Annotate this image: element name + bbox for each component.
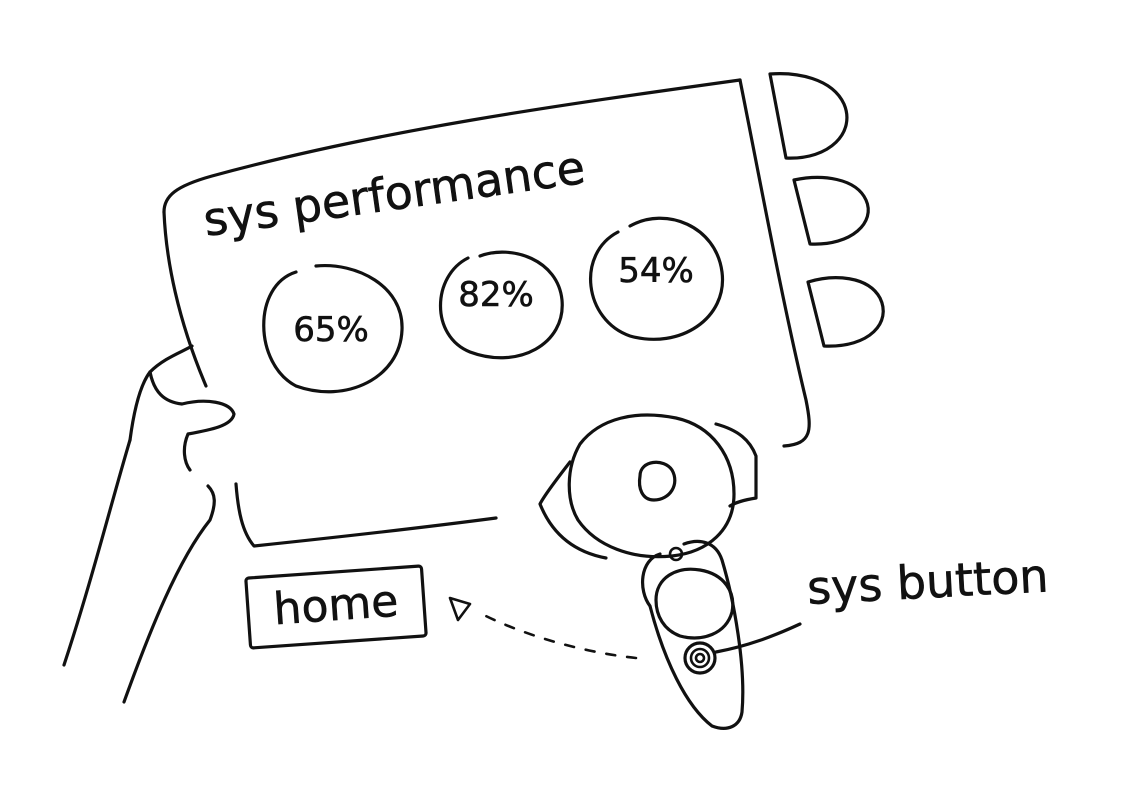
gauge-3: 54% — [589, 216, 725, 341]
performance-panel — [162, 78, 811, 548]
vr-controller — [538, 413, 758, 730]
side-button-middle[interactable] — [792, 175, 870, 246]
gauge-3-value: 54% — [618, 251, 694, 291]
sys-button-callout: sys button — [714, 548, 1050, 654]
side-button-bottom[interactable] — [806, 276, 885, 348]
panel-title: sys performance — [200, 140, 588, 247]
sys-button-label: sys button — [806, 548, 1050, 615]
home-button[interactable]: home — [244, 564, 428, 650]
gauge-2: 82% — [438, 250, 564, 360]
gauge-2-value: 82% — [458, 275, 534, 315]
sys-button[interactable] — [683, 641, 717, 675]
home-button-label: home — [272, 576, 400, 636]
side-button-top[interactable] — [768, 72, 849, 160]
gauge-1: 65% — [262, 263, 404, 394]
hand-arm — [62, 344, 236, 704]
pointer-arrow — [448, 596, 638, 660]
gauge-1-value: 65% — [293, 310, 369, 350]
